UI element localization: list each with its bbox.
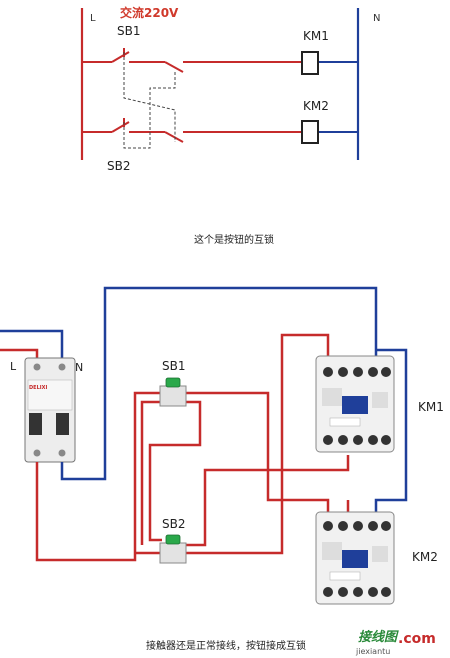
live-run — [35, 391, 162, 562]
incoming-live — [0, 348, 39, 358]
km2-label: KM2 — [303, 99, 329, 113]
rung-2 — [82, 118, 358, 143]
sb1-nc-contact — [164, 131, 184, 143]
sb2-nc-contact — [164, 61, 184, 73]
caption-bottom: 接触器还是正常接线，按钮接成互锁 — [146, 639, 306, 652]
l-label: L — [90, 13, 96, 24]
circuit-breaker: DELIXI — [24, 357, 76, 463]
neutral-run — [60, 286, 378, 481]
sb2-button — [159, 534, 187, 564]
caption-top: 这个是按钮的互锁 — [194, 233, 274, 246]
km1-contactor — [315, 355, 395, 453]
sb1-contact — [111, 51, 130, 63]
n-label: N — [373, 13, 380, 24]
bottom-l-label: L — [10, 360, 17, 373]
km1-label: KM1 — [303, 29, 329, 43]
sb2-contact — [111, 121, 130, 133]
incoming-neutral — [0, 329, 64, 358]
watermark-url: jiexiantu — [355, 647, 390, 656]
bottom-km1-label: KM1 — [418, 400, 444, 414]
sb1-label: SB1 — [117, 24, 140, 38]
neutral-jumper — [374, 348, 408, 516]
supply-label: 交流220V — [120, 5, 179, 20]
bottom-sb1-label: SB1 — [162, 359, 185, 373]
bottom-sb2-label: SB2 — [162, 517, 185, 531]
interlock-dashed — [123, 52, 176, 149]
bottom-wiring: L N DELIXI — [0, 286, 444, 605]
breaker-brand: DELIXI — [29, 385, 47, 391]
sb2-label: SB2 — [107, 159, 130, 173]
km2-coil — [301, 120, 319, 144]
watermark-suffix: .com — [398, 631, 436, 647]
control-wiring — [140, 333, 388, 555]
sb1-button — [159, 377, 187, 407]
km1-coil — [301, 51, 319, 75]
bottom-n-label: N — [75, 361, 83, 374]
km2-contactor — [315, 511, 395, 605]
watermark-text: 接线图 — [358, 629, 399, 645]
top-schematic: L N 交流220V SB1 SB2 KM1 KM2 — [80, 5, 380, 173]
bottom-km2-label: KM2 — [412, 550, 438, 564]
watermark: 接线图 .com jiexiantu — [355, 629, 436, 656]
